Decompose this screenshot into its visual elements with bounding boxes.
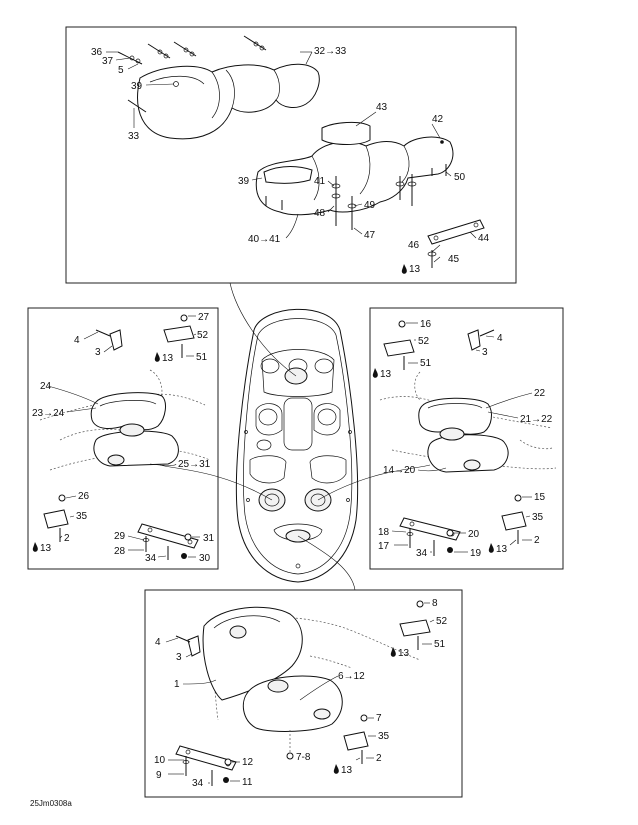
callout-4: 4 xyxy=(74,335,80,346)
bottom-panel-frame xyxy=(144,589,463,798)
connector-bottom xyxy=(297,535,356,591)
callout-52: 52 xyxy=(436,616,448,627)
loctite-13-left-bottom: 13 xyxy=(32,542,52,554)
callout-52: 52 xyxy=(197,330,209,341)
callout-3: 3 xyxy=(95,347,101,358)
top-panel-frame xyxy=(65,26,517,284)
drawing-code: 25Jm0308a xyxy=(30,799,72,808)
rear-seat-assembly xyxy=(106,35,485,268)
callout-46: 46 xyxy=(408,240,420,251)
callout-13: 13 xyxy=(496,544,508,555)
callout-52: 52 xyxy=(418,336,430,347)
callout-27: 27 xyxy=(198,312,210,323)
left-panel-frame xyxy=(27,307,219,570)
callout-12: 12 xyxy=(242,757,254,768)
callout-36: 36 xyxy=(91,47,103,58)
callout-2: 2 xyxy=(534,535,540,546)
connector-left xyxy=(159,464,273,501)
callout-10: 10 xyxy=(154,755,166,766)
hardware-top xyxy=(117,35,485,268)
hull-outline xyxy=(235,308,359,583)
callout-35: 35 xyxy=(378,731,390,742)
callout-49: 49 xyxy=(364,200,376,211)
callout-11: 11 xyxy=(242,777,253,788)
callout-34: 34 xyxy=(416,548,428,559)
callout-24: 24 xyxy=(40,381,52,392)
callout-13: 13 xyxy=(409,264,421,275)
callout-37: 37 xyxy=(102,56,114,67)
callout-32-33: 32→33 xyxy=(314,46,347,57)
callout-23-24: 23→24 xyxy=(32,408,65,419)
callout-47: 47 xyxy=(364,230,376,241)
callout-30: 30 xyxy=(199,553,211,564)
callout-19: 19 xyxy=(470,548,482,559)
callout-34: 34 xyxy=(145,553,157,564)
callout-34: 34 xyxy=(192,778,204,789)
callout-50: 50 xyxy=(454,172,466,183)
callout-15: 15 xyxy=(534,492,546,503)
callout-39b: 39 xyxy=(238,176,250,187)
connector-top xyxy=(229,282,297,377)
callout-3: 3 xyxy=(482,347,488,358)
loctite-13-right-top: 13 xyxy=(372,368,392,380)
callout-2: 2 xyxy=(376,753,382,764)
right-seat-assembly xyxy=(379,320,557,556)
callout-8: 8 xyxy=(432,598,438,609)
callout-31: 31 xyxy=(203,533,215,544)
loctite-13-bottom-bottom: 13 xyxy=(333,764,353,776)
callout-51: 51 xyxy=(196,352,208,363)
callout-29: 29 xyxy=(114,531,126,542)
callout-41: 41 xyxy=(314,176,326,187)
callout-16: 16 xyxy=(420,319,432,330)
callout-7: 7 xyxy=(376,713,382,724)
loctite-13-left-top: 13 xyxy=(154,352,174,364)
callout-39: 39 xyxy=(131,81,143,92)
callout-21-22: 21→22 xyxy=(520,414,553,425)
callout-13: 13 xyxy=(341,765,353,776)
callout-35: 35 xyxy=(532,512,544,523)
callout-17: 17 xyxy=(378,541,390,552)
callout-48: 48 xyxy=(314,208,326,219)
callout-28: 28 xyxy=(114,546,126,557)
callout-13: 13 xyxy=(40,543,52,554)
callout-14-20: 14→20 xyxy=(383,465,416,476)
callout-25-31: 25→31 xyxy=(178,459,211,470)
right-panel-frame xyxy=(369,307,564,570)
callout-45: 45 xyxy=(448,254,460,265)
left-seat-assembly xyxy=(39,314,211,560)
callout-2: 2 xyxy=(64,533,70,544)
loctite-13-bottom-top: 13 xyxy=(390,647,410,659)
callout-13: 13 xyxy=(162,353,174,364)
callout-42: 42 xyxy=(432,114,444,125)
callout-18: 18 xyxy=(378,527,390,538)
callout-26: 26 xyxy=(78,491,90,502)
callout-51: 51 xyxy=(420,358,432,369)
callout-13: 13 xyxy=(380,369,392,380)
callout-5: 5 xyxy=(118,65,124,76)
callout-6-12: 6→12 xyxy=(338,671,365,682)
callout-22: 22 xyxy=(534,388,546,399)
callout-4: 4 xyxy=(497,333,503,344)
callout-3: 3 xyxy=(176,652,182,663)
callout-43: 43 xyxy=(376,102,388,113)
connector-right xyxy=(317,464,431,501)
callout-40-41: 40→41 xyxy=(248,234,281,245)
callout-7-8: 7-8 xyxy=(296,752,311,763)
callout-20: 20 xyxy=(468,529,480,540)
callout-13: 13 xyxy=(398,648,410,659)
callout-51: 51 xyxy=(434,639,446,650)
loctite-13-right-bottom: 13 xyxy=(488,543,508,555)
callout-4: 4 xyxy=(155,637,161,648)
loctite-13-top: 13 xyxy=(401,264,421,275)
callout-44: 44 xyxy=(478,233,490,244)
callout-33: 33 xyxy=(128,131,140,142)
callout-1: 1 xyxy=(174,679,180,690)
rear-bench-assembly xyxy=(165,600,435,786)
callout-9: 9 xyxy=(156,770,162,781)
callout-35: 35 xyxy=(76,511,88,522)
